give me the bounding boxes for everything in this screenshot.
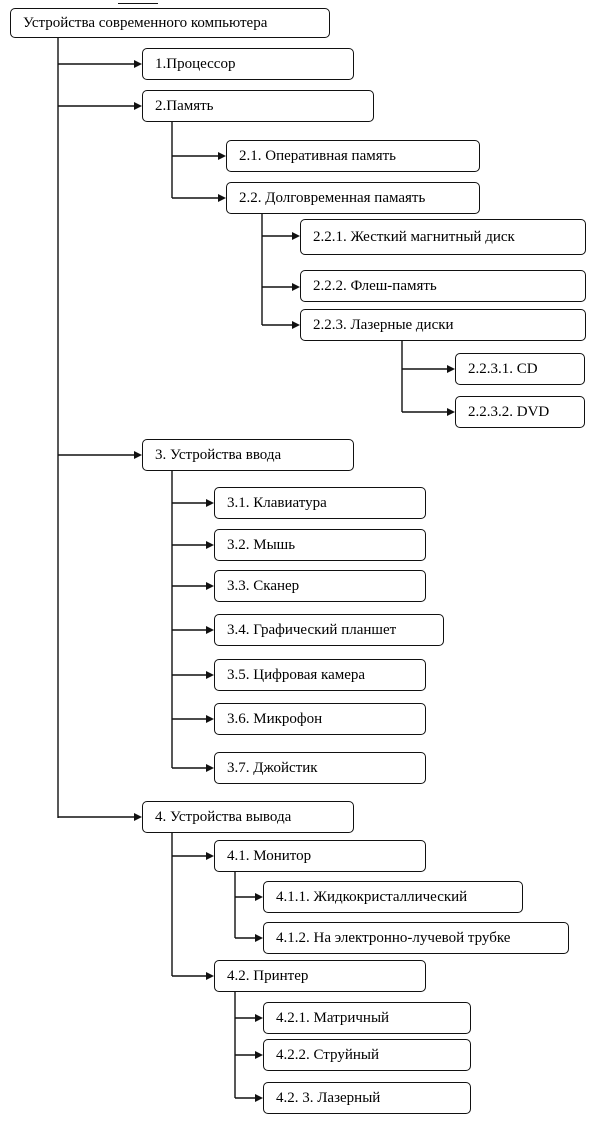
node-label: 3.3. Сканер (227, 577, 300, 594)
node-label: 2.Память (155, 97, 214, 114)
node-label: 3.4. Графический планшет (227, 621, 397, 638)
node-3-7: 3.7. Джойстик (214, 752, 426, 784)
node-label: 4.2.2. Струйный (276, 1046, 380, 1063)
node-2-2-3-2: 2.2.3.2. DVD (455, 396, 585, 428)
node-3-6: 3.6. Микрофон (214, 703, 426, 735)
node-label: 3.2. Мышь (227, 536, 296, 553)
node-label: 4. Устройства вывода (155, 808, 292, 825)
node-label: 4.1.2. На электронно-лучевой трубке (276, 929, 511, 946)
node-2: 2.Память (142, 90, 374, 122)
node-2-1: 2.1. Оперативная память (226, 140, 480, 172)
node-label: 2.2.3. Лазерные диски (313, 316, 454, 333)
node-4-1: 4.1. Монитор (214, 840, 426, 872)
node-root: Устройства современного компьютера (10, 8, 330, 38)
node-3-2: 3.2. Мышь (214, 529, 426, 561)
node-label: 2.1. Оперативная память (239, 147, 397, 164)
node-2-2-3-1: 2.2.3.1. CD (455, 353, 585, 385)
node-label: Устройства современного компьютера (23, 14, 268, 31)
node-3-1: 3.1. Клавиатура (214, 487, 426, 519)
node-label: 2.2.3.2. DVD (468, 403, 550, 420)
node-label: 4.2. 3. Лазерный (276, 1089, 381, 1106)
node-label: 3.6. Микрофон (227, 710, 323, 727)
node-4-2: 4.2. Принтер (214, 960, 426, 992)
top-decorative-line (118, 3, 158, 4)
node-4-2-2: 4.2.2. Струйный (263, 1039, 471, 1071)
node-2-2-1: 2.2.1. Жесткий магнитный диск (300, 219, 586, 255)
node-4: 4. Устройства вывода (142, 801, 354, 833)
node-4-1-2: 4.1.2. На электронно-лучевой трубке (263, 922, 569, 954)
node-4-2-1: 4.2.1. Матричный (263, 1002, 471, 1034)
node-2-2-2: 2.2.2. Флеш-память (300, 270, 586, 302)
node-label: 2.2.1. Жесткий магнитный диск (313, 228, 515, 245)
node-label: 2.2.3.1. CD (468, 360, 538, 377)
node-label: 3.1. Клавиатура (227, 494, 327, 511)
node-1: 1.Процессор (142, 48, 354, 80)
node-label: 4.1. Монитор (227, 847, 312, 864)
node-label: 2.2. Долговременная памаять (239, 189, 426, 206)
node-label: 4.2. Принтер (227, 967, 309, 984)
node-label: 3. Устройства ввода (155, 446, 282, 463)
node-label: 4.1.1. Жидкокристаллический (276, 888, 468, 905)
node-3-4: 3.4. Графический планшет (214, 614, 444, 646)
node-3-5: 3.5. Цифровая камера (214, 659, 426, 691)
node-3: 3. Устройства ввода (142, 439, 354, 471)
node-2-2-3: 2.2.3. Лазерные диски (300, 309, 586, 341)
node-4-2-3: 4.2. 3. Лазерный (263, 1082, 471, 1114)
node-4-1-1: 4.1.1. Жидкокристаллический (263, 881, 523, 913)
node-label: 2.2.2. Флеш-память (313, 277, 437, 294)
node-2-2: 2.2. Долговременная памаять (226, 182, 480, 214)
node-label: 1.Процессор (155, 55, 236, 72)
node-label: 3.5. Цифровая камера (227, 666, 366, 683)
node-3-3: 3.3. Сканер (214, 570, 426, 602)
node-label: 4.2.1. Матричный (276, 1009, 390, 1026)
node-label: 3.7. Джойстик (227, 759, 318, 776)
